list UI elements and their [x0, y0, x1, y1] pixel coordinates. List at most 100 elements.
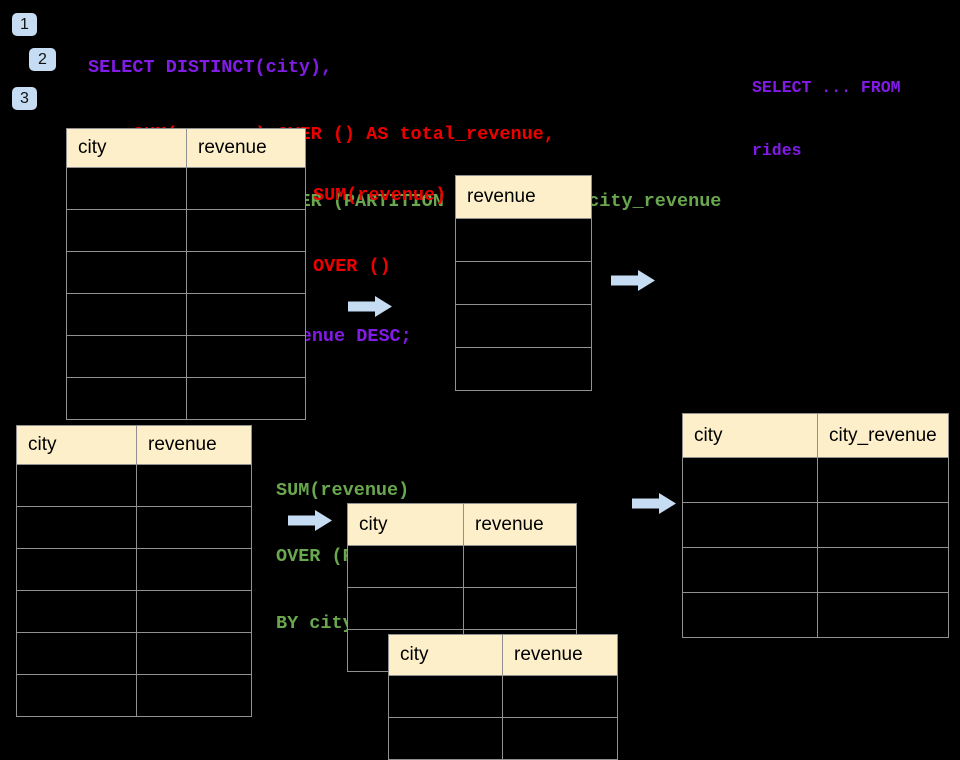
empty-cell — [817, 547, 949, 593]
empty-cell — [502, 717, 618, 760]
empty-cell — [186, 209, 306, 252]
column-header-revenue: revenue — [502, 634, 618, 676]
empty-cell — [186, 335, 306, 378]
table-row — [16, 674, 252, 717]
total-revenue-result-table: revenue — [455, 175, 592, 391]
column-header-city: city — [16, 425, 137, 465]
empty-cell — [388, 675, 503, 718]
table-row — [682, 547, 949, 593]
column-header-revenue: revenue — [463, 503, 577, 546]
empty-cell — [455, 304, 592, 348]
table-row — [682, 592, 949, 638]
table-header-row: city revenue — [16, 425, 252, 465]
total-window-line-1: SUM(revenue) — [313, 185, 447, 206]
table-row — [16, 506, 252, 549]
total-window-line-2: OVER () — [313, 255, 391, 277]
sql-side-line-1: SELECT ... FROM — [752, 78, 901, 97]
source-table-bottom: city revenue — [16, 425, 252, 717]
table-header-row: city revenue — [347, 503, 577, 546]
table-header-row: city revenue — [388, 634, 618, 676]
table-row — [16, 632, 252, 675]
empty-cell — [186, 167, 306, 210]
empty-cell — [455, 261, 592, 305]
empty-cell — [347, 545, 464, 588]
table-row — [66, 335, 306, 378]
table-row — [16, 464, 252, 507]
sql-side-snippet: SELECT ... FROM rides — [752, 35, 901, 182]
step-badge-3: 3 — [12, 87, 37, 110]
empty-cell — [136, 590, 252, 633]
empty-cell — [66, 377, 187, 420]
table-row — [16, 590, 252, 633]
empty-cell — [817, 592, 949, 638]
table-row — [455, 218, 592, 262]
empty-cell — [347, 587, 464, 630]
empty-cell — [502, 675, 618, 718]
table-row — [682, 457, 949, 503]
empty-cell — [682, 502, 818, 548]
table-row — [66, 209, 306, 252]
empty-cell — [136, 548, 252, 591]
partition-table-front: city revenue — [388, 634, 618, 760]
empty-cell — [682, 592, 818, 638]
empty-cell — [136, 464, 252, 507]
total-window-label: SUM(revenue) OVER () — [313, 137, 446, 302]
table-row — [455, 304, 592, 348]
flow-arrow-icon — [632, 493, 676, 514]
table-row — [66, 251, 306, 294]
column-header-city: city — [347, 503, 464, 546]
table-row — [347, 545, 577, 588]
flow-arrow-icon — [348, 296, 392, 317]
table-header-row: city city_revenue — [682, 413, 949, 458]
empty-cell — [136, 674, 252, 717]
table-header-row: revenue — [455, 175, 592, 219]
empty-cell — [16, 548, 137, 591]
empty-cell — [186, 251, 306, 294]
table-row — [388, 675, 618, 718]
column-header-revenue: revenue — [136, 425, 252, 465]
empty-cell — [817, 457, 949, 503]
empty-cell — [66, 293, 187, 336]
empty-cell — [455, 218, 592, 262]
step-badge-1: 1 — [12, 13, 37, 36]
empty-cell — [455, 347, 592, 391]
empty-cell — [16, 632, 137, 675]
column-header-city-revenue: city_revenue — [817, 413, 949, 458]
partition-window-line-1: SUM(revenue) — [276, 479, 410, 501]
source-table-top: city revenue — [66, 128, 306, 420]
empty-cell — [136, 506, 252, 549]
column-header-city: city — [66, 128, 187, 168]
empty-cell — [682, 547, 818, 593]
column-header-revenue: revenue — [186, 128, 306, 168]
empty-cell — [16, 590, 137, 633]
table-row — [682, 502, 949, 548]
empty-cell — [66, 167, 187, 210]
table-row — [455, 261, 592, 305]
empty-cell — [16, 464, 137, 507]
empty-cell — [136, 632, 252, 675]
table-row — [347, 587, 577, 630]
empty-cell — [16, 674, 137, 717]
city-revenue-result-table: city city_revenue — [682, 413, 949, 638]
sql-line-select: SELECT DISTINCT(city), — [88, 56, 333, 78]
flow-arrow-icon — [611, 270, 655, 291]
empty-cell — [817, 502, 949, 548]
table-row — [66, 167, 306, 210]
table-header-row: city revenue — [66, 128, 306, 168]
flow-arrow-icon — [288, 510, 332, 531]
empty-cell — [463, 587, 577, 630]
table-row — [16, 548, 252, 591]
empty-cell — [66, 335, 187, 378]
empty-cell — [16, 506, 137, 549]
column-header-city: city — [682, 413, 818, 458]
table-row — [66, 377, 306, 420]
empty-cell — [66, 251, 187, 294]
empty-cell — [66, 209, 187, 252]
table-row — [388, 717, 618, 760]
table-row — [66, 293, 306, 336]
empty-cell — [186, 377, 306, 420]
empty-cell — [186, 293, 306, 336]
column-header-revenue: revenue — [455, 175, 592, 219]
table-row — [455, 347, 592, 391]
column-header-city: city — [388, 634, 503, 676]
